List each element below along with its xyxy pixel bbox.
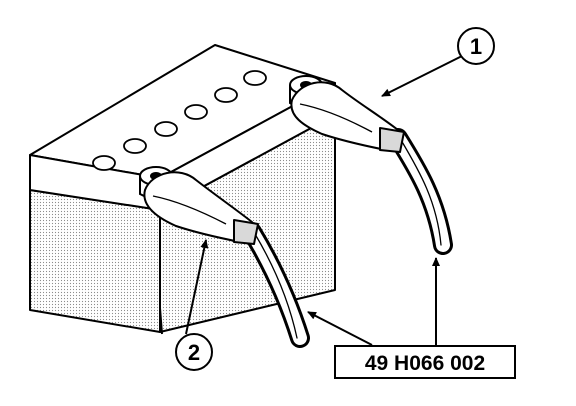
cell-cap <box>243 70 267 86</box>
terminal-boot-left <box>143 171 259 245</box>
cable-left <box>242 222 310 348</box>
callout-1: 1 <box>381 27 495 97</box>
battery-front-face <box>29 189 161 333</box>
callout-1-label: 1 <box>470 34 482 59</box>
cell-cap <box>184 104 208 120</box>
terminal-boot-right <box>290 81 405 153</box>
cell-caps <box>92 70 267 171</box>
reference-code-text: 49 H066 002 <box>365 352 485 375</box>
callout-1-circle <box>457 27 495 65</box>
callout-2: 2 <box>159 239 213 371</box>
cell-cap <box>214 87 238 103</box>
reference-leader-left <box>307 311 373 346</box>
reference-leaders <box>307 257 440 346</box>
callout-2-leader-a <box>185 239 209 335</box>
callout-1-leader <box>381 55 463 97</box>
callout-2-leader-b <box>159 307 163 335</box>
cable-right <box>388 128 453 255</box>
cell-cap <box>123 138 147 154</box>
callout-2-label: 2 <box>188 340 200 365</box>
cell-cap <box>92 155 116 171</box>
callout-2-circle <box>175 333 213 371</box>
reference-code-box: 49 H066 002 <box>334 345 516 379</box>
cell-cap <box>154 121 178 137</box>
